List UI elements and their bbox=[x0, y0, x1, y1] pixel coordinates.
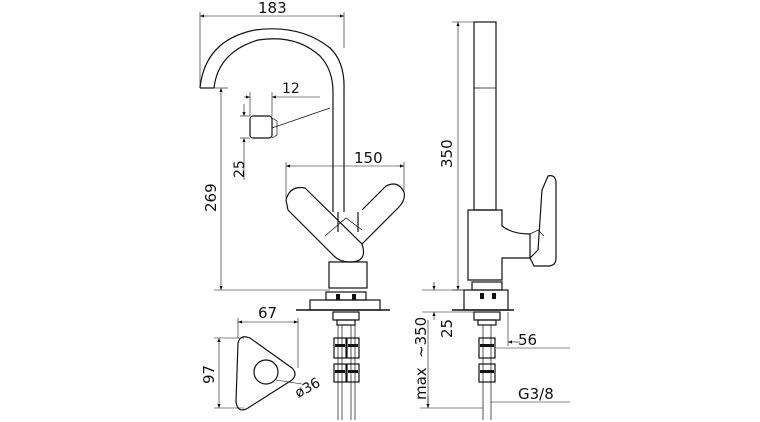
aerator-width-label: 12 bbox=[282, 81, 300, 97]
spout-reach-label: 183 bbox=[258, 0, 287, 17]
side-dimensions: 350 25 ~350 max 56 G3/8 bbox=[412, 21, 570, 409]
base-plate-view: 67 97 ø36 bbox=[200, 304, 323, 411]
hole-diameter-label: ø36 bbox=[292, 375, 323, 402]
spout bbox=[199, 28, 345, 212]
plate-height-label: 97 bbox=[200, 365, 218, 384]
handle-span-label: 150 bbox=[354, 149, 383, 167]
supply-hoses bbox=[333, 325, 360, 420]
aerator-detail: 12 25 bbox=[232, 81, 331, 180]
front-dimensions: 183 150 269 bbox=[199, 0, 405, 291]
spout-height-label: 269 bbox=[202, 183, 220, 212]
spout-column bbox=[473, 21, 497, 211]
side-hose bbox=[478, 325, 496, 420]
plate-width-label: 67 bbox=[258, 304, 277, 322]
mixer-body bbox=[328, 212, 368, 289]
front-view: 12 25 bbox=[199, 0, 405, 420]
aerator-height-label: 25 bbox=[232, 160, 248, 178]
hose-length-label: ~350 bbox=[412, 317, 430, 358]
side-body bbox=[467, 175, 557, 281]
side-view: 350 25 ~350 max 56 G3/8 bbox=[412, 21, 570, 420]
thread-label: G3/8 bbox=[518, 385, 554, 403]
base-height-label: 25 bbox=[438, 319, 456, 338]
side-base bbox=[452, 281, 514, 326]
base-plate bbox=[296, 291, 390, 326]
total-height-label: 350 bbox=[438, 139, 456, 168]
base-depth-label: 56 bbox=[518, 331, 537, 349]
mixer-handles bbox=[285, 183, 405, 263]
hose-max-label: max bbox=[412, 367, 430, 400]
